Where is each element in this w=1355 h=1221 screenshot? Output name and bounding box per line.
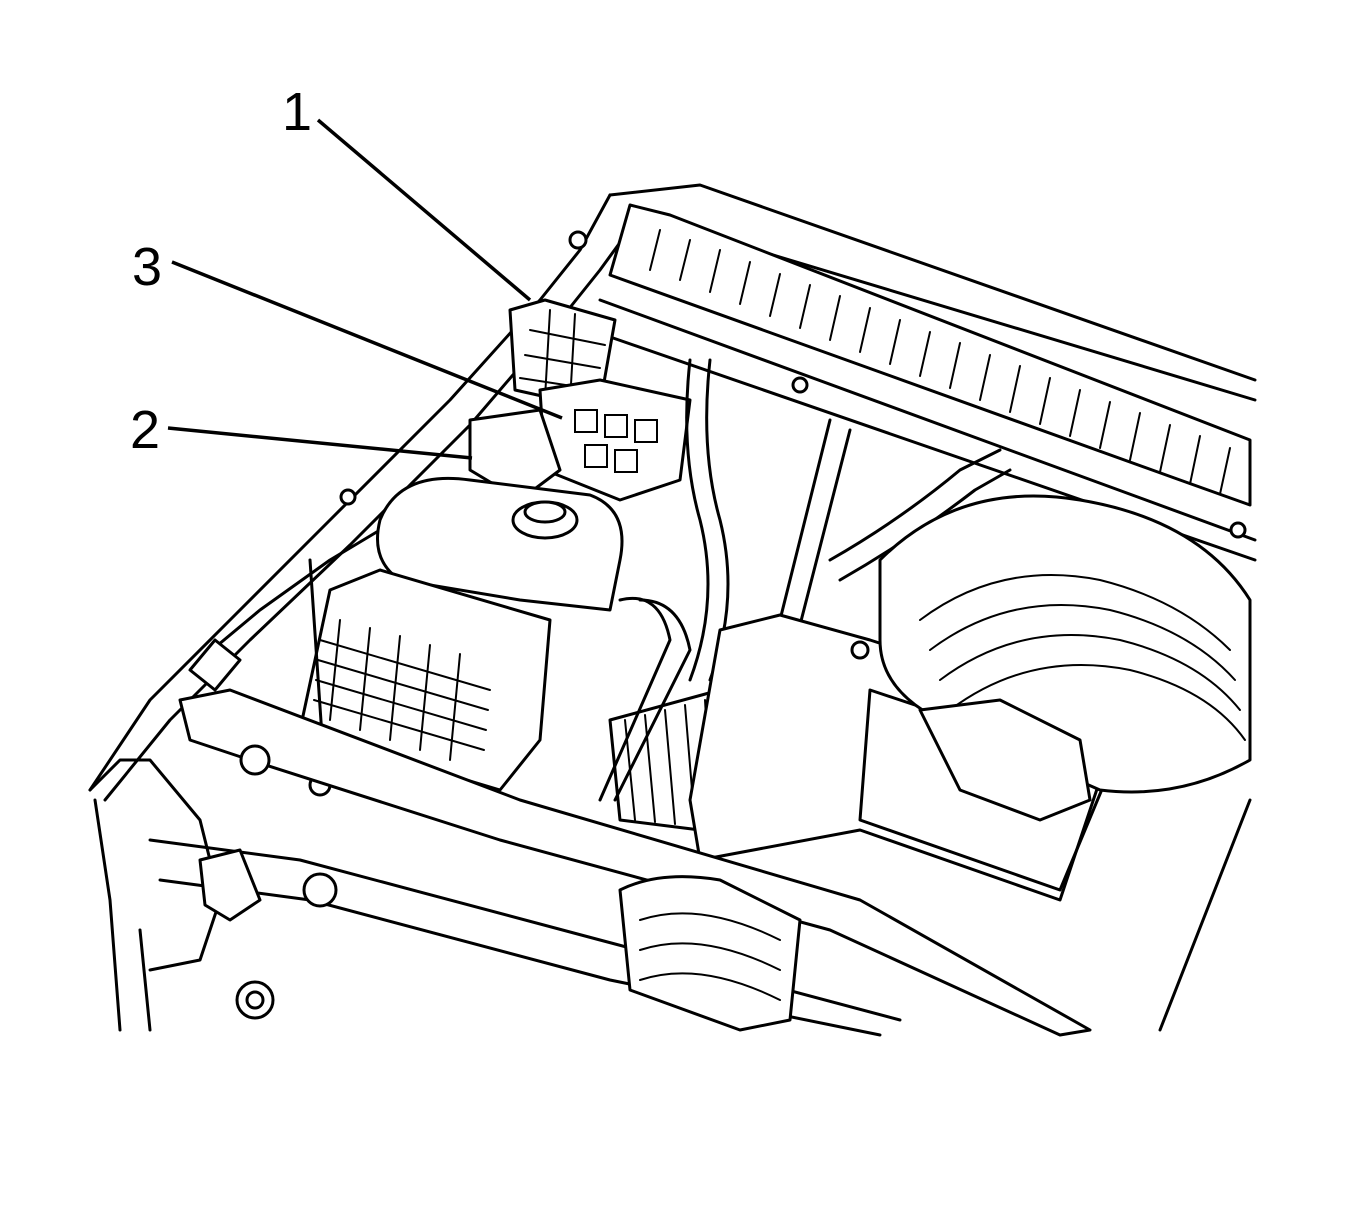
engine-compartment-artwork bbox=[88, 183, 1257, 1037]
callout-2-leader bbox=[167, 426, 473, 460]
callout-2: 2 bbox=[130, 400, 473, 460]
callout-label-3: 3 bbox=[132, 237, 162, 297]
callout-label-1: 1 bbox=[282, 82, 312, 142]
callout-label-2: 2 bbox=[130, 400, 160, 460]
callout-1-leader bbox=[316, 118, 532, 302]
callout-3: 3 bbox=[132, 237, 563, 420]
callout-1: 1 bbox=[282, 82, 532, 302]
callout-3-leader bbox=[171, 260, 563, 420]
